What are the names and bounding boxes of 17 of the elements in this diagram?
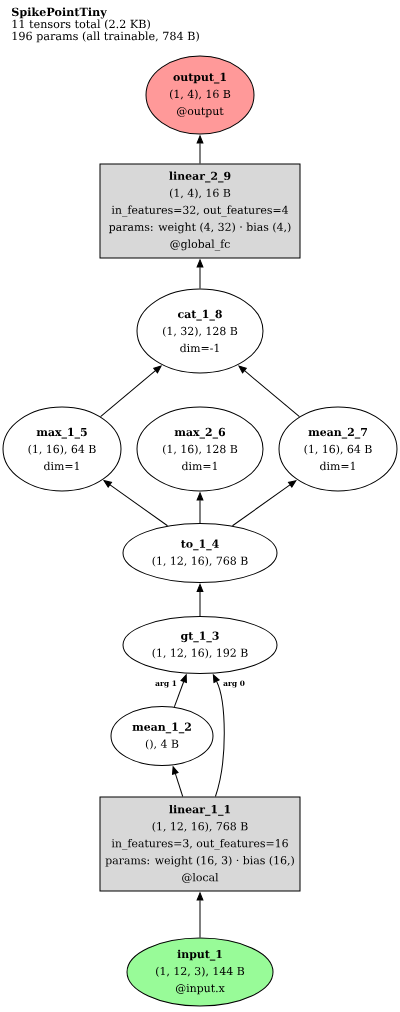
- arrow: [103, 480, 169, 527]
- arrow: [172, 766, 184, 797]
- arrow: [196, 135, 204, 164]
- arrow: [231, 480, 297, 527]
- arrow: [196, 583, 204, 617]
- arrow: [196, 259, 204, 289]
- arrow: [212, 674, 225, 797]
- arrow: [238, 365, 300, 418]
- arrow: [196, 492, 204, 524]
- summary-text: 11 tensors total (2.2 KB): [12, 19, 150, 30]
- title-text: SpikePointTiny: [12, 7, 107, 19]
- layer-box: linear_1_1 (1, 12, 16), 768 B in_features=3, out_features=16 params: weight (16, 3) · bias (16,) @local: [99, 796, 301, 892]
- arrow: [196, 892, 204, 938]
- layer-box: linear_2_9 (1, 4), 16 B in_features=32, out_features=4 params: weight (4, 32) · bias (4,) @global_fc: [99, 163, 301, 259]
- arrow: [100, 365, 162, 418]
- arrow: [173, 674, 187, 708]
- summary-text: 196 params (all trainable, 784 B): [12, 31, 199, 43]
